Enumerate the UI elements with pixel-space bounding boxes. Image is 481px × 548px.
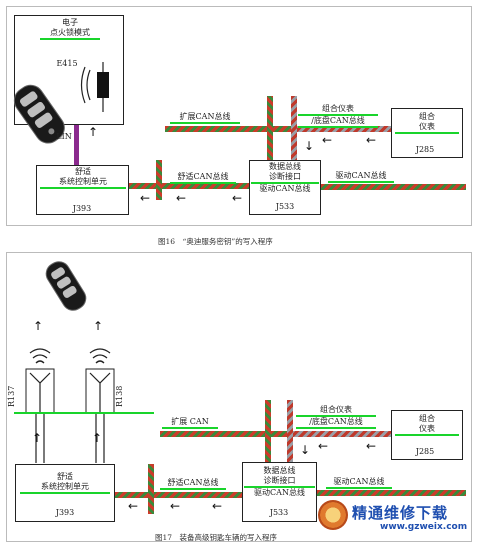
antenna-green-link: [14, 412, 154, 414]
gateway-box: [242, 462, 317, 522]
gateway-code-j533: J533: [269, 508, 289, 517]
extended-can-bus: [160, 431, 295, 437]
comfort-can-arrow-2: ←: [170, 499, 181, 513]
key-up-arrow-left: ↑: [33, 319, 44, 333]
extended-can-label: 扩展 CAN: [162, 417, 218, 429]
coil-icon: [80, 62, 109, 112]
cluster-left-arrow-2: ←: [366, 439, 377, 453]
comfort-can-label: 舒适CAN总线: [160, 478, 226, 490]
drive-can-label: 驱动CAN总线: [326, 477, 392, 489]
watermark-url: www.gzweix.com: [380, 522, 468, 532]
antenna-r137-label: R137: [7, 385, 16, 407]
cluster-chassis-can-label: 组合仪表 /底盘CAN总线: [298, 104, 378, 128]
comfort-can-bus: [115, 492, 242, 498]
comfort-control-unit-box: [36, 165, 129, 215]
antenna-up-arrow-left: ↑: [32, 431, 43, 445]
extended-can-vertical: [265, 400, 271, 462]
comfort-can-bus: [129, 183, 249, 189]
cluster-code-j285: J285: [415, 447, 435, 456]
comfort-can-arrow-3: ←: [232, 191, 243, 205]
antenna-r138-icon: [85, 348, 115, 463]
gateway-box: [249, 160, 321, 215]
cluster-code-j285: J285: [415, 145, 435, 154]
comfort-can-stub: [156, 160, 162, 200]
cluster-chassis-can-label: 组合仪表 /底盘CAN总线: [296, 405, 376, 429]
comfort-box-title: 舒适 系统控制单元: [40, 167, 126, 189]
fig17-frame: [6, 252, 472, 542]
comfort-can-arrow-1: ←: [128, 499, 139, 513]
drive-can-bus: [317, 490, 466, 496]
comfort-can-stub: [148, 464, 154, 514]
cluster-left-arrow-2: ←: [366, 133, 377, 147]
gateway-code-j533: J533: [275, 202, 295, 211]
antenna-r137-icon: [25, 348, 55, 463]
drive-can-bus: [321, 184, 466, 190]
cluster-chassis-can-bus: [291, 126, 391, 132]
comfort-box-title: 舒适 系统控制单元: [20, 472, 110, 494]
cluster-left-arrow-1: ←: [322, 133, 333, 147]
cluster-left-arrow-1: ←: [318, 439, 329, 453]
cluster-box-title: 组合 仪表: [395, 112, 459, 134]
fig16-frame: [6, 6, 472, 226]
cluster-chassis-can-vertical: [287, 400, 293, 462]
lin-label: LIN: [56, 132, 72, 141]
comfort-can-arrow-2: ←: [176, 191, 187, 205]
extended-can-bus: [165, 126, 297, 132]
key-up-arrow-right: ↑: [93, 319, 104, 333]
fig16-caption: 图16 “奥迪服务密钥”的写入程序: [158, 237, 273, 246]
gateway-box-title: 数据总线 诊断接口 驱动CAN总线: [244, 466, 315, 498]
comfort-can-arrow-1: ←: [140, 191, 151, 205]
car-key-fob-icon: [13, 84, 65, 144]
comfort-can-label: 舒适CAN总线: [170, 172, 236, 184]
comfort-code-j393: J393: [55, 508, 75, 517]
cluster-chassis-can-vertical: [291, 96, 297, 160]
comfort-can-arrow-3: ←: [212, 499, 223, 513]
antenna-up-arrow-right: ↑: [92, 431, 103, 445]
watermark-text: 精通维修下载: [352, 504, 449, 522]
ignition-box-title: 电子 点火锁模式: [40, 18, 100, 40]
cluster-down-arrow: ↓: [304, 139, 315, 153]
cluster-box-title: 组合 仪表: [395, 414, 459, 436]
ignition-code-e415: E415: [56, 59, 78, 68]
extended-can-label: 扩展CAN总线: [170, 112, 240, 124]
cluster-chassis-can-bus: [287, 431, 391, 437]
watermark-logo: [318, 500, 348, 530]
car-key-fob-icon: [45, 261, 87, 311]
cluster-down-arrow: ↓: [300, 443, 311, 457]
fig17-caption: 图17 装备高级钥匙车辆的写入程序: [155, 533, 278, 542]
lin-bus-line: [74, 125, 79, 165]
antenna-r138-label: R138: [115, 385, 124, 407]
gateway-box-title: 数据总线 诊断接口 驱动CAN总线: [251, 162, 319, 194]
drive-can-label: 驱动CAN总线: [328, 171, 394, 183]
lin-up-arrow: ↑: [88, 125, 99, 139]
comfort-code-j393: J393: [72, 204, 92, 213]
extended-can-vertical: [267, 96, 273, 160]
